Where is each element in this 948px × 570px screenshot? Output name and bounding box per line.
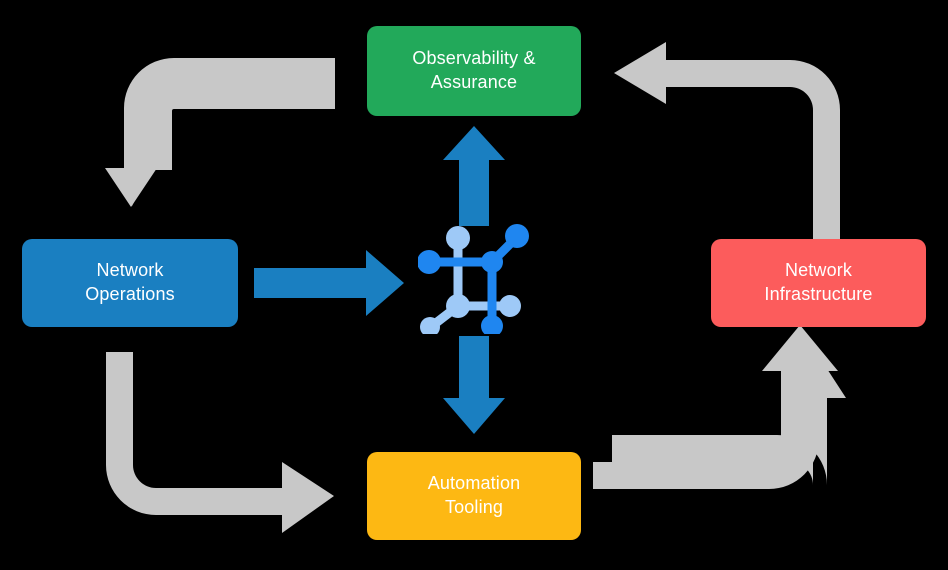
blue-arrow-netops-to-center: [254, 250, 404, 316]
network-node-mid-light: [446, 294, 470, 318]
gray-arrow-automation-to-netinfra-shape: [593, 325, 838, 489]
gray-arrow-netinfra-to-observability: [614, 42, 840, 240]
gray-arrow-netops-to-automation: [106, 352, 334, 533]
node-observability-assurance[interactable]: Observability & Assurance: [367, 26, 581, 116]
network-node-bottom-left-light: [420, 317, 440, 334]
network-icon-nodes-light: [420, 226, 521, 334]
network-node-top-light: [446, 226, 470, 250]
blue-arrow-center-to-automation: [443, 336, 505, 434]
blue-arrow-center-to-observability: [443, 126, 505, 226]
network-node-top-right-dark: [505, 224, 529, 248]
gray-arrow-observability-to-netops: [114, 58, 335, 206]
network-node-center-dark: [481, 251, 503, 273]
network-node-left-dark: [418, 250, 441, 274]
gray-arrow-observability-to-netops-shape: [105, 58, 335, 207]
network-node-right-light: [499, 295, 521, 317]
gray-arrow-automation-to-netinfra: [612, 358, 846, 510]
network-icon-nodes-dark: [418, 224, 529, 334]
network-node-bottom-dark: [481, 315, 503, 334]
network-topology-icon: [418, 224, 529, 334]
